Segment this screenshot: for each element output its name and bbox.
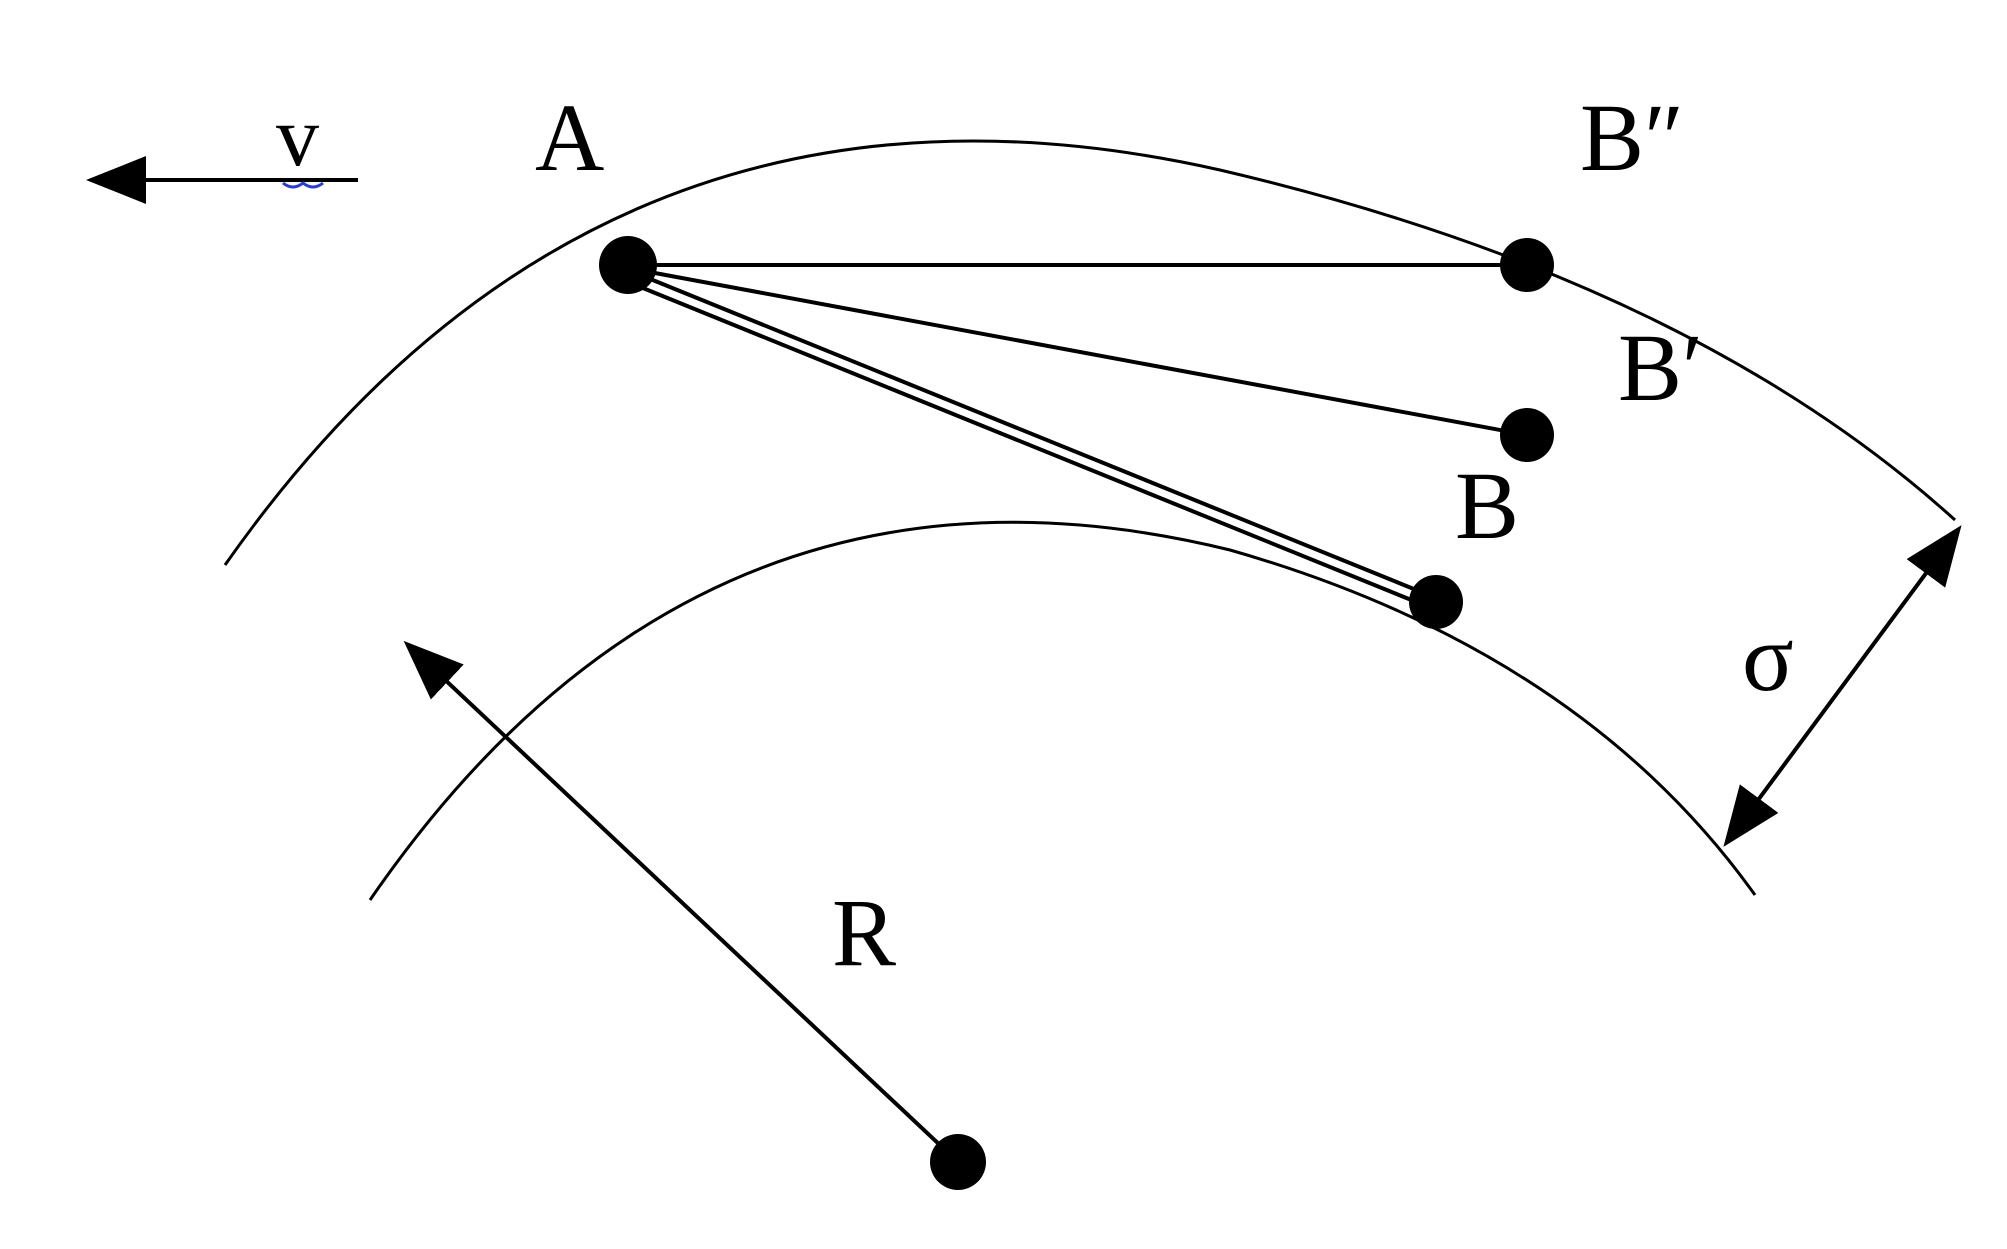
inner-arc: [368, 520, 1757, 901]
point-b-double-prime-dot: [1500, 238, 1554, 292]
line-a-to-b-prime: [627, 266, 1528, 437]
radius-arrow: [403, 640, 960, 1164]
thickness-arrow: [1723, 525, 1962, 847]
velocity-underline: [282, 181, 324, 189]
point-b-label: B: [1455, 452, 1519, 559]
line-a-to-b-1: [627, 268, 1437, 600]
outer-arc: [223, 139, 1957, 566]
thickness-label: σ: [1742, 604, 1794, 711]
point-b-dot: [1409, 575, 1463, 629]
point-b-prime-label: B′: [1618, 314, 1703, 421]
radius-label: R: [832, 879, 896, 986]
point-b-double-prime-label: B″: [1580, 84, 1684, 191]
line-a-to-b-2: [627, 280, 1437, 612]
point-a-label: A: [535, 84, 604, 191]
velocity-label: v: [276, 88, 319, 184]
point-b-prime-dot: [1500, 408, 1554, 462]
point-a-dot: [599, 236, 657, 294]
